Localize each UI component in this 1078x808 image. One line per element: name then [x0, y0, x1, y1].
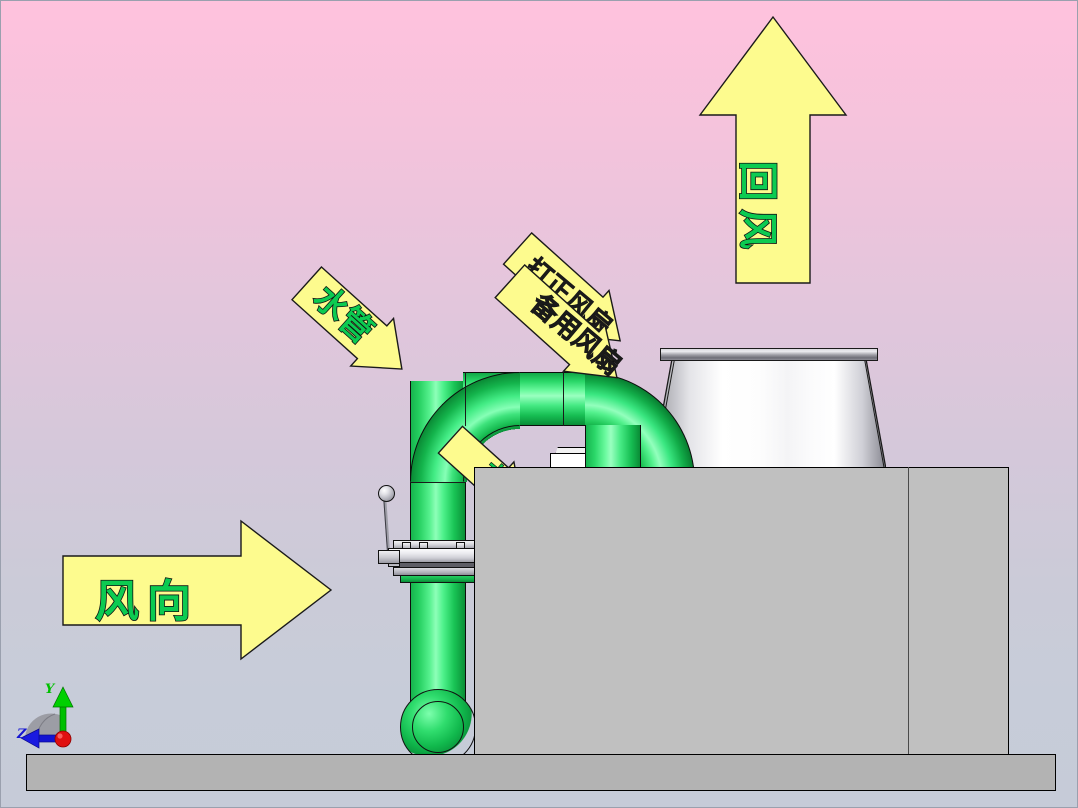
fan-cowl-rim: [660, 348, 878, 361]
valve-stem-boss: [378, 550, 400, 564]
pipe-seam-3: [410, 482, 466, 483]
valve-pipe-collar: [400, 575, 478, 583]
coordinate-triad: [15, 683, 95, 759]
fan-lower-arrow-shape: [494, 263, 618, 379]
triad-origin-highlight: [57, 733, 63, 739]
valve-bolt-right: [456, 542, 465, 549]
fan-cowl: [652, 359, 886, 469]
pipe-seam-2: [563, 372, 564, 426]
wind-direction-arrow: [62, 519, 333, 661]
pipe-seam-1: [465, 372, 466, 426]
valve-handle-knob[interactable]: [378, 485, 395, 502]
water-pipe-arrow-shape: [291, 266, 403, 370]
triad-z-head: [20, 728, 40, 749]
housing-occluder: [474, 467, 1009, 755]
triad-origin-sphere: [54, 730, 72, 748]
valve-bolt-mid: [419, 542, 428, 549]
pipe-outlet-bore: [412, 701, 464, 753]
axis-label-z: Z: [17, 727, 27, 742]
fan-cowl-cone: [652, 359, 886, 469]
return-air-arrow: [698, 15, 848, 285]
ground-occluder: [26, 754, 1056, 791]
triad-y-head: [52, 686, 74, 708]
fan-lower-arrow: [494, 263, 681, 423]
axis-label-y: Y: [45, 682, 55, 697]
housing-occluder-edge: [908, 467, 909, 755]
return-air-arrow-shape: [698, 15, 848, 284]
valve-bolt-left: [402, 542, 411, 549]
wind-arrow-shape: [62, 519, 333, 661]
water-pipe-arrow: [291, 263, 447, 393]
